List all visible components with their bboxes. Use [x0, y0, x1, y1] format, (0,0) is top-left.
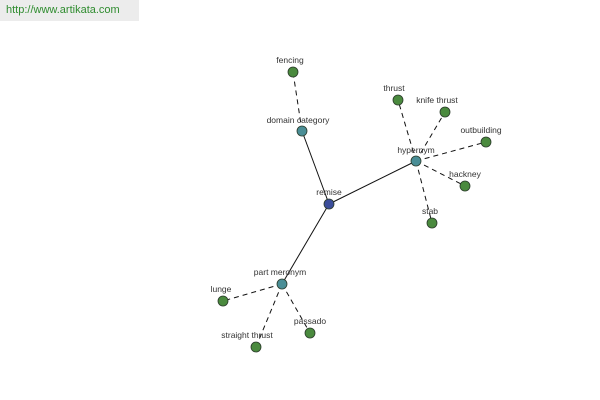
- center-node-remise[interactable]: [323, 198, 335, 210]
- edge-domain-category-fencing: [292, 71, 303, 132]
- url-bar: http://www.artikata.com: [0, 0, 139, 21]
- graph-labels: domain category fencing hypernym thrust knif…: [211, 55, 502, 340]
- edge-part-meronym-lunge: [222, 283, 283, 302]
- leaf-node-lunge[interactable]: [217, 295, 229, 307]
- relation-node-domain-category[interactable]: [296, 125, 308, 137]
- graph-nodes: [217, 66, 492, 353]
- leaf-node-outbuilding[interactable]: [480, 136, 492, 148]
- leaf-node-fencing[interactable]: [287, 66, 299, 78]
- leaf-node-hackney-label: hackney: [449, 169, 481, 179]
- edge-part-meronym-straight-thrust: [255, 283, 283, 348]
- edge-hypernym-hackney: [415, 160, 466, 187]
- leaf-node-fencing-label: fencing: [276, 55, 304, 65]
- leaf-node-lunge-label: lunge: [211, 284, 232, 294]
- relation-node-part-meronym-label: part meronym: [254, 267, 306, 277]
- edge-part-meronym-passado: [281, 283, 311, 334]
- leaf-node-passado-label: passado: [294, 316, 326, 326]
- leaf-node-straight-thrust[interactable]: [250, 341, 262, 353]
- relation-node-domain-category-label: domain category: [267, 115, 331, 125]
- center-node-remise-label: remise: [316, 187, 342, 197]
- relation-node-hypernym-label: hypernym: [397, 145, 434, 155]
- edge-hypernym-thrust: [397, 99, 417, 162]
- site-url-link[interactable]: http://www.artikata.com: [6, 4, 120, 16]
- graph-edges: [222, 71, 487, 348]
- relation-node-part-meronym[interactable]: [276, 278, 288, 290]
- edge-hypernym-outbuilding: [415, 141, 487, 162]
- leaf-node-stab-label: stab: [422, 206, 438, 216]
- leaf-node-hackney[interactable]: [459, 180, 471, 192]
- leaf-node-passado[interactable]: [304, 327, 316, 339]
- leaf-node-knife-thrust[interactable]: [439, 106, 451, 118]
- edge-remise-domain-category: [301, 130, 330, 205]
- edge-hypernym-stab: [415, 160, 433, 224]
- leaf-node-outbuilding-label: outbuilding: [460, 125, 501, 135]
- leaf-node-thrust[interactable]: [392, 94, 404, 106]
- leaf-node-knife-thrust-label: knife thrust: [416, 95, 458, 105]
- leaf-node-stab[interactable]: [426, 217, 438, 229]
- leaf-node-thrust-label: thrust: [383, 83, 405, 93]
- edge-remise-hypernym: [328, 160, 417, 205]
- relation-node-hypernym[interactable]: [410, 155, 422, 167]
- edge-remise-part-meronym: [281, 203, 330, 285]
- leaf-node-straight-thrust-label: straight thrust: [221, 330, 273, 340]
- edge-hypernym-knife-thrust: [415, 111, 446, 162]
